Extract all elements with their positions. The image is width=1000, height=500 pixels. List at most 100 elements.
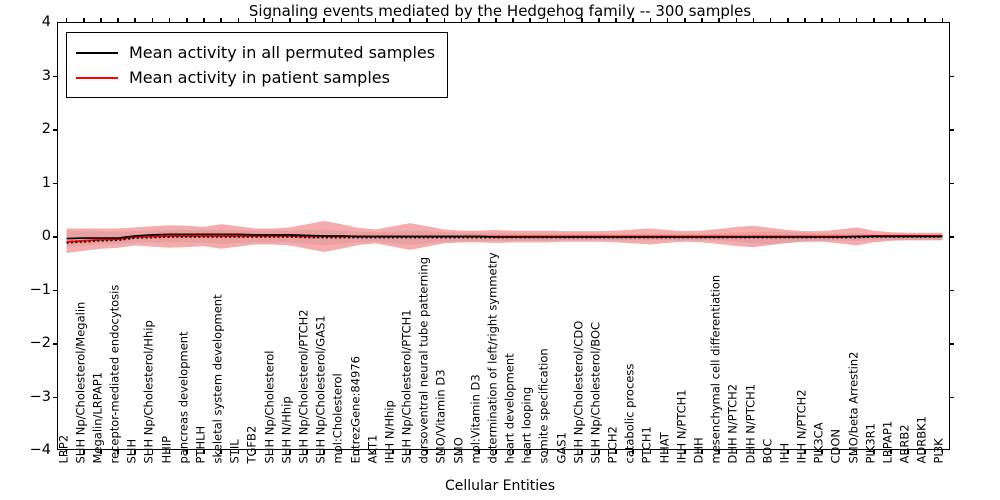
- x-tick-label: CDON: [828, 428, 843, 464]
- x-tick-label: ADRBK1: [914, 416, 929, 464]
- x-tick-label: determination of left/right symmetry: [485, 252, 500, 464]
- x-tick-label: heart looping: [519, 386, 534, 464]
- x-tick-mark: [426, 18, 428, 23]
- x-tick-mark: [82, 449, 85, 454]
- x-tick-label: SHH Np/Cholesterol/PTCH2: [296, 309, 311, 464]
- x-tick-label: BOC: [760, 438, 775, 464]
- x-tick-mark: [718, 449, 720, 454]
- x-tick-mark: [941, 18, 944, 23]
- x-tick-mark: [598, 18, 600, 23]
- x-tick-label: SMO/beta Arrestin2: [846, 351, 861, 464]
- x-tick-mark: [392, 18, 394, 23]
- x-tick-mark: [340, 449, 343, 454]
- x-tick-mark: [409, 449, 411, 454]
- x-tick-mark: [134, 449, 137, 454]
- x-tick-mark: [289, 18, 291, 23]
- x-tick-mark: [306, 449, 308, 454]
- x-tick-label: DHH: [691, 437, 706, 464]
- x-tick-mark: [563, 18, 566, 23]
- x-tick-mark: [666, 18, 669, 23]
- x-tick-mark: [941, 449, 944, 454]
- x-tick-mark: [271, 18, 274, 23]
- x-tick-mark: [684, 18, 686, 23]
- x-tick-label: HHAT: [657, 432, 672, 464]
- x-tick-mark: [374, 18, 377, 23]
- x-tick-label: AKT1: [365, 434, 380, 464]
- x-tick-mark: [495, 18, 497, 23]
- legend: Mean activity in all permuted samples Me…: [66, 32, 449, 98]
- x-tick-mark: [787, 449, 789, 454]
- x-tick-mark: [684, 449, 686, 454]
- x-tick-label: LRP2: [56, 434, 71, 464]
- x-tick-label: dorsoventral neural tube patterning: [416, 256, 431, 464]
- y-tick-label: 0: [41, 228, 51, 244]
- x-tick-label: IHH N/PTCH1: [674, 389, 689, 464]
- x-tick-mark: [529, 18, 532, 23]
- x-tick-mark: [512, 449, 514, 454]
- x-tick-mark: [443, 449, 446, 454]
- y-tick-label: 2: [41, 121, 51, 137]
- y-tick-mark: [949, 289, 954, 292]
- y-tick-mark: [949, 343, 954, 345]
- x-tick-mark: [443, 18, 446, 23]
- x-tick-label: SHH Np/Cholesterol/GAS1: [313, 315, 328, 464]
- y-tick-mark: [53, 236, 58, 238]
- x-tick-mark: [649, 18, 652, 23]
- x-tick-label: PIK3R1: [863, 423, 878, 464]
- x-tick-mark: [615, 449, 617, 454]
- x-tick-mark: [392, 449, 394, 454]
- x-tick-mark: [151, 18, 154, 23]
- x-tick-mark: [168, 449, 171, 454]
- x-tick-mark: [666, 449, 669, 454]
- x-tick-mark: [632, 18, 635, 23]
- y-tick-mark: [53, 289, 58, 292]
- x-tick-label: somite specification: [536, 348, 551, 464]
- x-tick-mark: [821, 18, 823, 23]
- x-tick-label: STIL: [227, 439, 242, 464]
- x-tick-label: SHH Np/Cholesterol/Megalin: [73, 301, 88, 464]
- legend-entry-patient: Mean activity in patient samples: [76, 65, 435, 90]
- x-tick-mark: [924, 449, 927, 454]
- x-tick-label: PI3K: [931, 438, 946, 464]
- y-tick-mark: [53, 396, 58, 399]
- x-tick-label: SMO/Vitamin D3: [433, 369, 448, 464]
- x-tick-label: IHH N/PTCH2: [794, 389, 809, 464]
- x-tick-mark: [117, 18, 119, 23]
- x-tick-label: SHH Np/Cholesterol/CDO: [571, 320, 586, 464]
- chart-title: Signaling events mediated by the Hedgeho…: [248, 2, 752, 20]
- x-tick-mark: [65, 449, 68, 454]
- x-tick-mark: [220, 18, 222, 23]
- x-tick-mark: [477, 18, 480, 23]
- x-tick-mark: [151, 449, 154, 454]
- x-tick-mark: [289, 449, 291, 454]
- x-tick-label: SMO: [451, 437, 466, 464]
- x-tick-mark: [237, 449, 240, 454]
- x-tick-mark: [254, 18, 257, 23]
- x-tick-mark: [580, 18, 583, 23]
- x-tick-mark: [804, 18, 806, 23]
- legend-swatch-permuted: [76, 51, 118, 54]
- y-tick-label: −4: [29, 442, 51, 458]
- x-tick-mark: [185, 449, 188, 454]
- x-tick-mark: [701, 18, 703, 23]
- x-tick-mark: [804, 449, 806, 454]
- x-tick-mark: [890, 449, 892, 454]
- x-tick-label: mol:Vitamin D3: [468, 374, 483, 464]
- x-tick-mark: [117, 449, 119, 454]
- x-tick-mark: [872, 18, 875, 23]
- y-tick-mark: [53, 343, 58, 345]
- x-tick-mark: [546, 449, 549, 454]
- x-tick-mark: [752, 18, 755, 23]
- y-tick-label: −1: [29, 281, 51, 298]
- y-tick-label: −3: [29, 388, 51, 405]
- x-tick-mark: [100, 18, 102, 23]
- y-tick-mark: [53, 129, 58, 131]
- y-tick-mark: [949, 129, 954, 131]
- x-tick-mark: [769, 18, 772, 23]
- x-tick-label: IHH: [777, 442, 792, 464]
- x-tick-mark: [409, 18, 411, 23]
- x-tick-mark: [907, 18, 909, 23]
- x-tick-label: SHH Np/Cholesterol/BOC: [588, 321, 603, 464]
- x-tick-mark: [563, 449, 566, 454]
- legend-entry-permuted: Mean activity in all permuted samples: [76, 40, 435, 65]
